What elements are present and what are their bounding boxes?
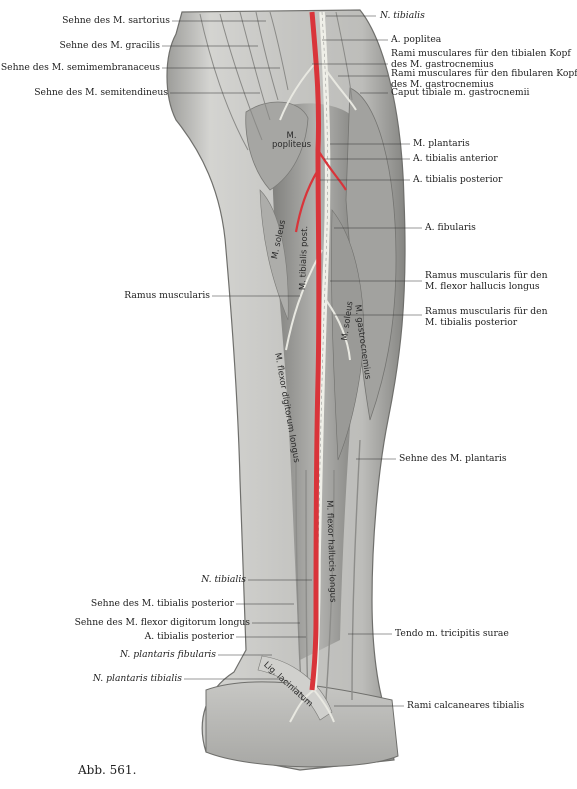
muscle-label-popliteus: M. popliteus <box>272 131 312 150</box>
soleus-shape <box>331 209 364 461</box>
label-tendo-tricipitis: Tendo m. tricipitis surae <box>395 628 509 639</box>
label-sartorius: Sehne des M. sartorius <box>62 15 170 26</box>
label-ramus-tibialis-posterior: Ramus muscularis für den M. tibialis pos… <box>425 306 548 328</box>
label-a-poplitea: A. poplitea <box>391 34 442 45</box>
leader-lines-left <box>162 20 312 680</box>
artery-path <box>309 11 322 691</box>
label-n-plantaris-fibularis: N. plantaris fibularis <box>119 649 216 660</box>
label-a-fibularis: A. fibularis <box>425 222 476 233</box>
heel <box>205 681 399 768</box>
label-ramus-flexor-hallucis: Ramus muscularis für den M. flexor hallu… <box>425 270 548 292</box>
label-n-plantaris-tibialis: N. plantaris tibialis <box>92 673 182 684</box>
figure-label: Abb. 561. <box>78 763 137 777</box>
label-a-tibialis-posterior: A. tibialis posterior <box>413 174 503 185</box>
label-semitendineus: Sehne des M. semitendineus <box>34 87 168 98</box>
label-gracilis: Sehne des M. gracilis <box>59 40 160 51</box>
label-m-plantaris: M. plantaris <box>413 138 470 149</box>
label-a-tibialis-posterior-low: A. tibialis posterior <box>144 631 234 642</box>
nerve-branches <box>279 59 357 723</box>
label-caput-tibiale: Caput tibiale m. gastrocnemii <box>391 87 530 98</box>
label-ramus-muscularis: Ramus muscularis <box>124 290 210 301</box>
label-n-tibialis-low: N. tibialis <box>201 574 246 585</box>
label-tendon-tibialis-posterior: Sehne des M. tibialis posterior <box>90 598 234 609</box>
popliteus-shape <box>245 101 309 191</box>
lig-laciniatum-band <box>257 655 333 721</box>
thigh-tendons <box>199 11 353 151</box>
artery-branches <box>294 149 347 233</box>
soleus-medial-shape <box>259 189 289 321</box>
label-rami-fibular-head: Rami musculares für den fibularen Kopf d… <box>391 68 577 90</box>
label-a-tibialis-anterior: A. tibialis anterior <box>413 153 498 164</box>
label-semimembranaceus: Sehne des M. semimembranaceus <box>0 62 160 73</box>
label-sehne-plantaris: Sehne des M. plantaris <box>399 453 507 464</box>
leader-lines-right <box>312 15 422 707</box>
label-tendon-flexor-digitorum: Sehne des M. flexor digitorum longus <box>74 617 250 628</box>
label-n-tibialis-top: N. tibialis <box>380 10 425 21</box>
label-rami-calcaneares: Rami calcaneares tibialis <box>407 700 525 711</box>
label-rami-tibial-head: Rami musculares für den tibialen Kopf de… <box>391 48 571 70</box>
